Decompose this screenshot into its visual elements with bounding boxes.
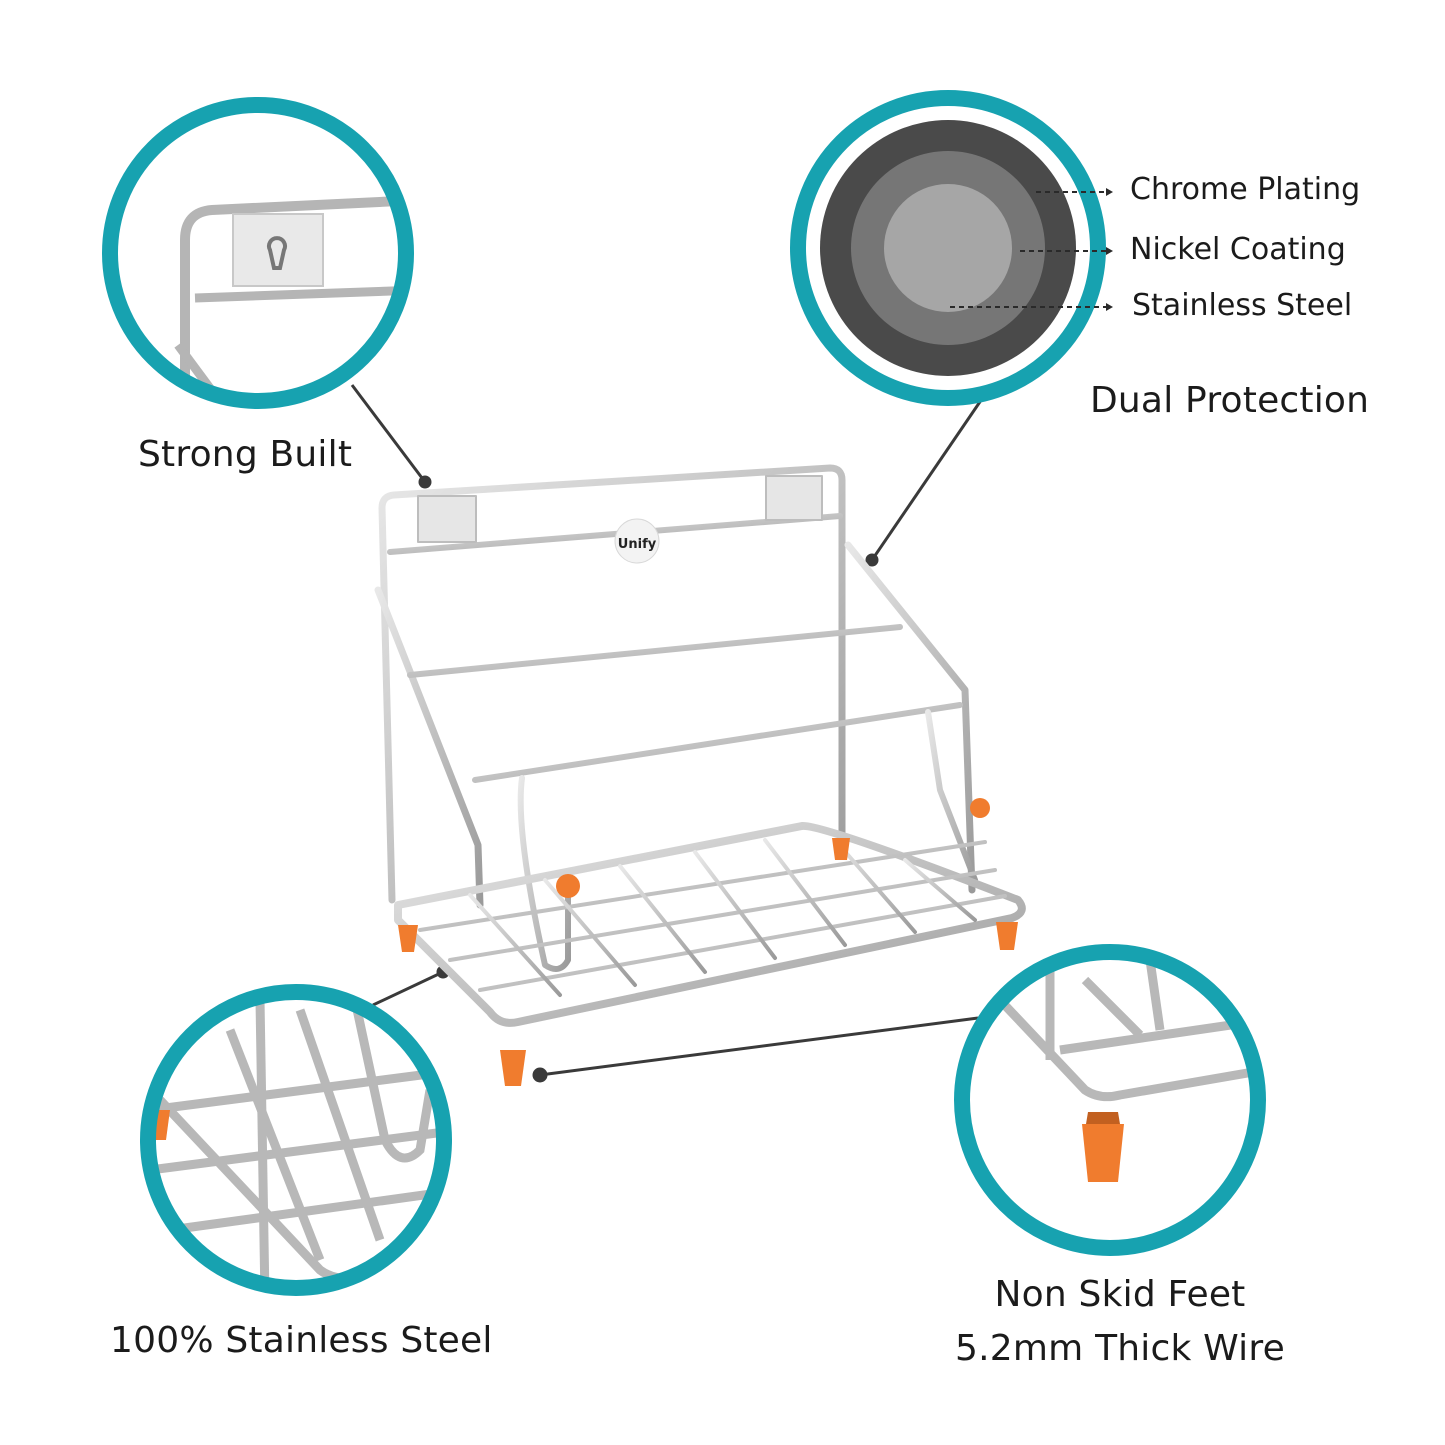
layer-steel xyxy=(884,184,1012,312)
layer-pointer-heads xyxy=(1106,188,1113,311)
brand-logo-text: Unify xyxy=(618,537,657,552)
detail-circle-feet xyxy=(954,944,1266,1256)
chrome-plating-label: Chrome Plating xyxy=(1130,172,1361,207)
detail-circle-steel xyxy=(140,984,452,1296)
rack-feet xyxy=(398,798,1018,1086)
detail-circle-wall-mount xyxy=(102,97,414,409)
dual-protection-label: Dual Protection xyxy=(1090,380,1370,421)
layers-diagram xyxy=(790,90,1106,406)
brand-logo xyxy=(614,518,660,564)
nickel-coating-label: Nickel Coating xyxy=(1130,232,1346,267)
wire-rack xyxy=(374,464,1026,1027)
stainless-steel-label: 100% Stainless Steel xyxy=(110,1320,493,1361)
layer-pointers xyxy=(950,191,1106,308)
non-skid-feet-label: Non Skid Feet xyxy=(994,1274,1246,1315)
thick-wire-label: 5.2mm Thick Wire xyxy=(955,1328,1285,1369)
strong-built-label: Strong Built xyxy=(138,434,353,475)
stainless-steel-layer-label: Stainless Steel xyxy=(1132,288,1353,323)
